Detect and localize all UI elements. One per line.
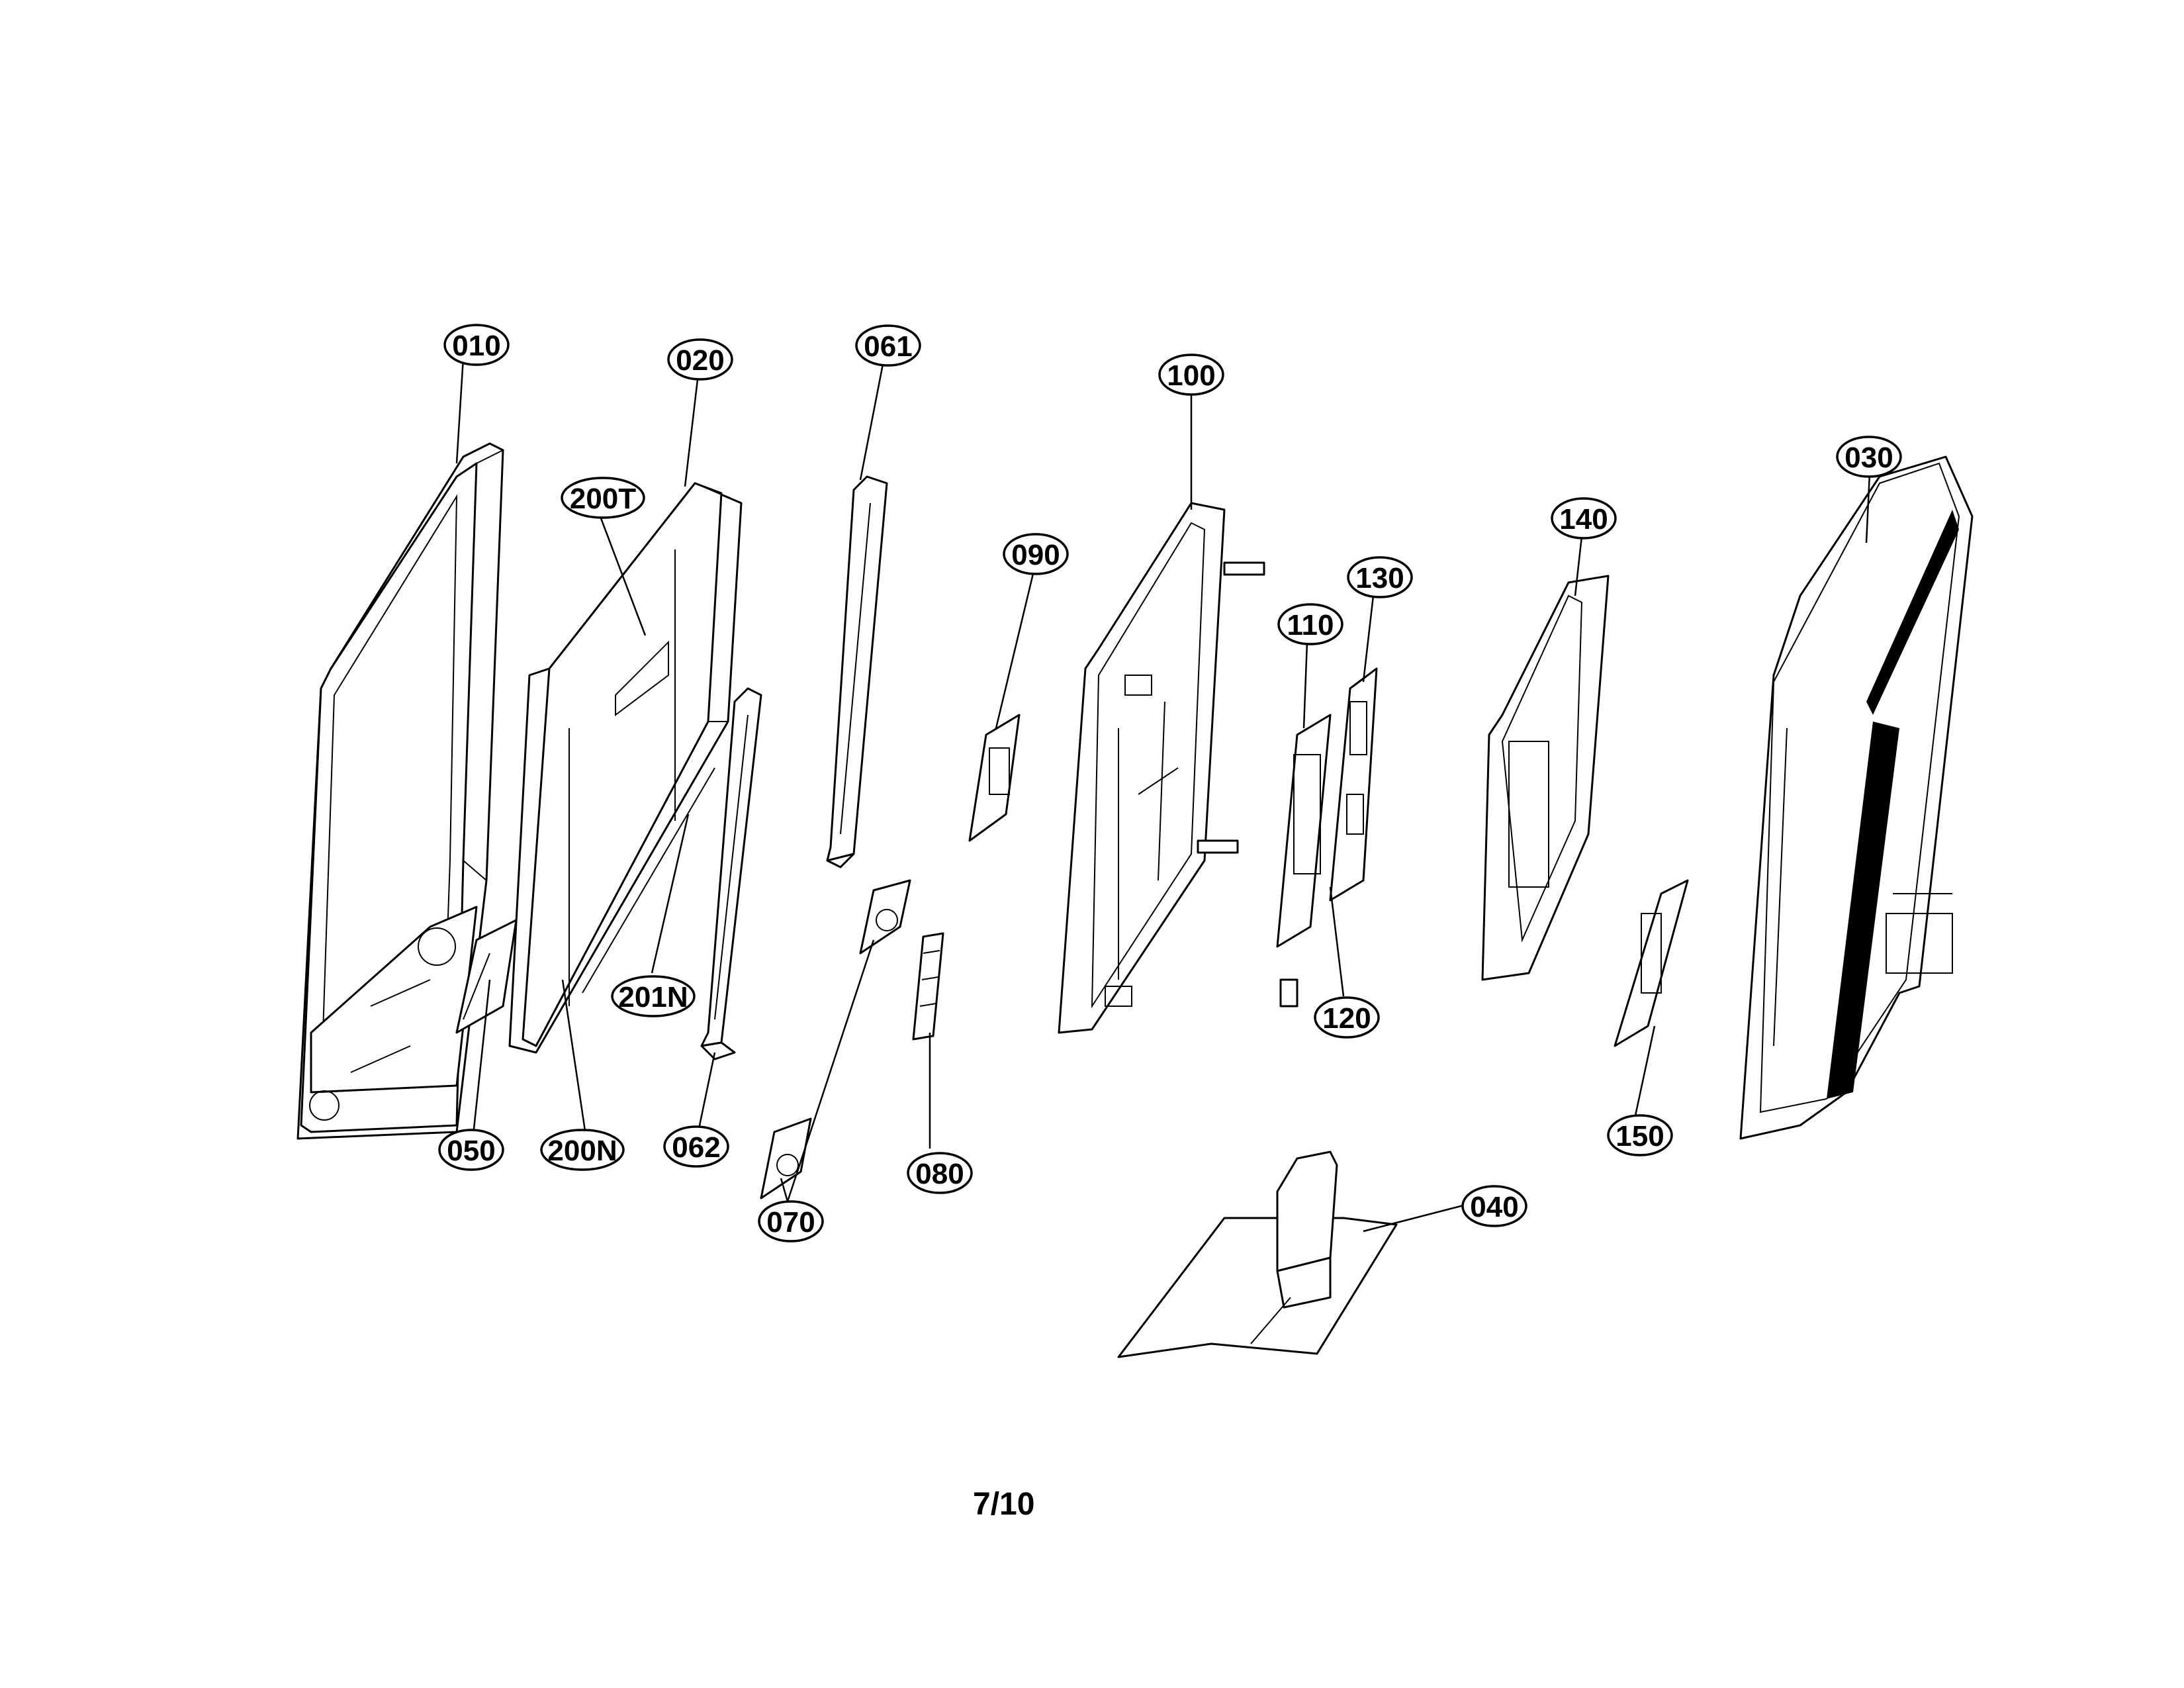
- part-062-side-rail: [700, 687, 762, 1060]
- part-150-small-board: [1614, 879, 1689, 1047]
- callout-030: 030: [1836, 436, 1902, 478]
- callout-150-label: 150: [1615, 1120, 1664, 1152]
- part-010-front-bezel: [296, 442, 504, 1140]
- part-061-top-rail: [826, 475, 888, 868]
- callout-200N: 200N: [540, 1129, 625, 1171]
- part-040-stand: [1117, 1150, 1398, 1358]
- callout-100: 100: [1158, 353, 1224, 396]
- callout-150: 150: [1607, 1114, 1673, 1156]
- callout-050-label: 050: [447, 1135, 495, 1167]
- callout-030-label: 030: [1844, 442, 1893, 474]
- callout-201N: 201N: [611, 975, 696, 1017]
- callout-130-label: 130: [1355, 562, 1404, 594]
- callout-140-label: 140: [1559, 503, 1608, 536]
- part-110-main-board: [1276, 714, 1332, 1008]
- callout-010-label: 010: [452, 330, 500, 362]
- callout-061-label: 061: [864, 330, 912, 363]
- part-100-main-chassis: [1058, 502, 1265, 1034]
- part-050-bracket: [455, 919, 518, 1034]
- callout-020-label: 020: [676, 344, 724, 377]
- callout-010: 010: [443, 324, 510, 366]
- callout-020: 020: [667, 338, 733, 381]
- callout-200T: 200T: [561, 477, 645, 519]
- part-080-keypad: [912, 932, 944, 1041]
- callout-040-label: 040: [1470, 1191, 1518, 1223]
- callout-070: 070: [758, 1200, 824, 1243]
- part-070-speaker: [760, 879, 911, 1199]
- callout-130: 130: [1347, 556, 1413, 598]
- callout-201N-label: 201N: [618, 981, 688, 1013]
- callout-120: 120: [1314, 996, 1380, 1039]
- leader-lines: [455, 357, 1871, 1233]
- callout-062-label: 062: [672, 1131, 720, 1164]
- callout-080-label: 080: [915, 1158, 964, 1190]
- callout-040: 040: [1461, 1185, 1527, 1227]
- part-140-shield-cover: [1481, 575, 1610, 981]
- part-020-lcd-panel: [508, 482, 743, 1054]
- callout-110-label: 110: [1287, 609, 1334, 641]
- callout-050: 050: [438, 1129, 504, 1171]
- callout-061: 061: [855, 324, 921, 367]
- callout-200N-label: 200N: [547, 1135, 617, 1167]
- callout-110: 110: [1277, 603, 1343, 645]
- callout-062: 062: [663, 1125, 729, 1168]
- callout-080: 080: [907, 1152, 973, 1194]
- callout-070-label: 070: [766, 1206, 815, 1239]
- callout-100-label: 100: [1167, 359, 1215, 392]
- part-090-board: [968, 714, 1021, 842]
- callout-090-label: 090: [1011, 539, 1060, 571]
- part-130-board: [1329, 667, 1378, 902]
- callout-200T-label: 200T: [570, 483, 636, 515]
- part-030-rear-cover: [1739, 455, 1974, 1140]
- callout-090: 090: [1003, 533, 1069, 575]
- page-number: 7/10: [973, 1487, 1035, 1522]
- callout-140: 140: [1551, 497, 1617, 539]
- callout-120-label: 120: [1322, 1002, 1371, 1035]
